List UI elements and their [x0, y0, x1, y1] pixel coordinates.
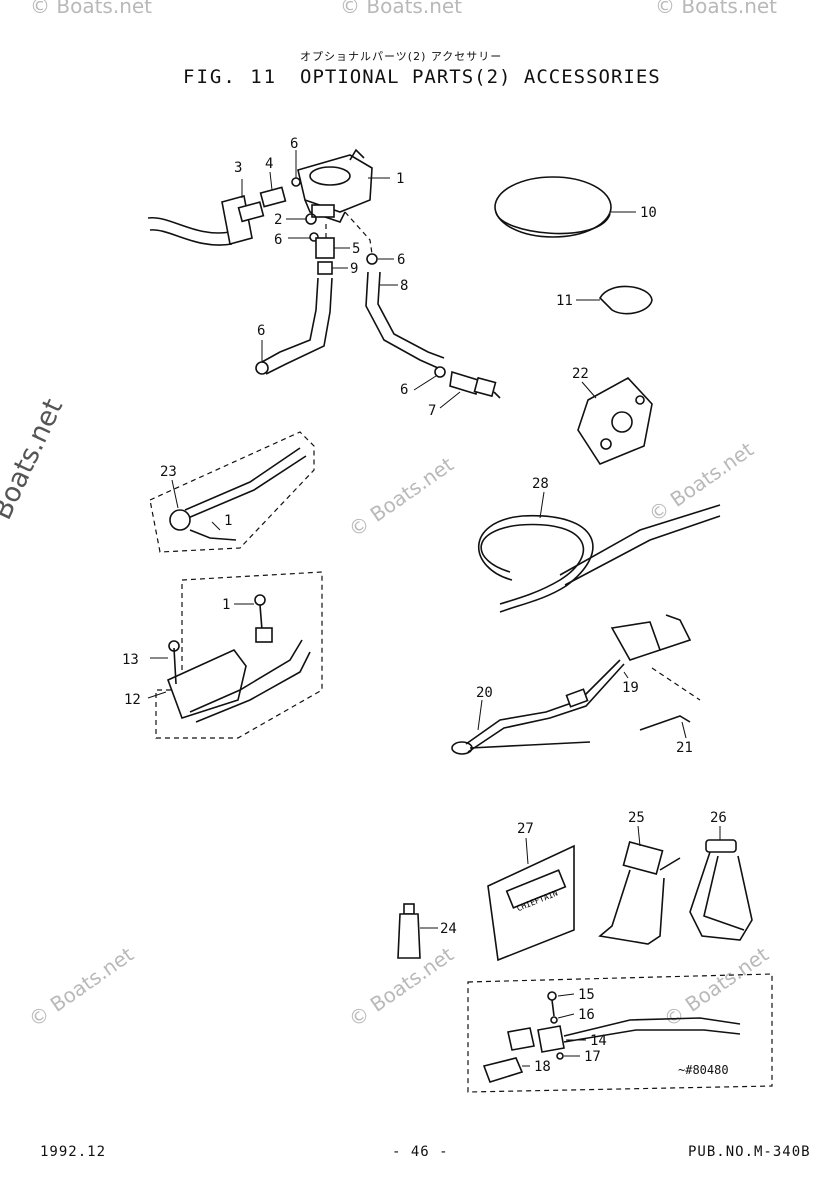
- callout-16: 16: [578, 1007, 595, 1023]
- figure-label: FIG. 11: [183, 66, 278, 88]
- callout-18: 18: [534, 1059, 551, 1075]
- callout-3: 3: [234, 160, 242, 176]
- watermark: © Boats.net: [655, 0, 778, 18]
- callout-25: 25: [628, 810, 645, 826]
- callout-4: 4: [265, 156, 273, 172]
- callout-20: 20: [476, 685, 493, 701]
- flywheel-plate-part: [577, 376, 653, 465]
- callout-12: 12: [124, 692, 141, 708]
- engine-cover-part: [494, 176, 636, 238]
- rectifier-box-assembly: [147, 571, 323, 739]
- callout-11: 11: [556, 293, 573, 309]
- watermark: © Boats.net: [30, 0, 153, 18]
- transom-bracket-part: [689, 826, 753, 941]
- cap-part: [576, 285, 653, 315]
- callout-23: 23: [160, 464, 177, 480]
- fuse-holder-assembly: [467, 973, 773, 1093]
- callout-24: 24: [440, 921, 457, 937]
- callout-9: 9: [350, 261, 358, 277]
- callout-6: 6: [397, 252, 405, 268]
- callout-10: 10: [640, 205, 657, 221]
- callout-1: 1: [224, 513, 232, 529]
- callout-6: 6: [400, 382, 408, 398]
- watermark: © Boats.net: [340, 0, 463, 18]
- callout-1: 1: [222, 597, 230, 613]
- callout-5: 5: [352, 241, 360, 257]
- callout-6: 6: [257, 323, 265, 339]
- page-title: OPTIONAL PARTS(2) ACCESSORIES: [300, 66, 661, 88]
- motor-stand-part: [598, 825, 681, 945]
- callout-6: 6: [274, 232, 282, 248]
- callout-22: 22: [572, 366, 589, 382]
- kill-switch-assembly: [149, 431, 315, 553]
- callout-21: 21: [676, 740, 693, 756]
- carton-box-part: CHIEFTAIN: [487, 837, 575, 962]
- callout-19: 19: [622, 680, 639, 696]
- extension-cable-part: [478, 491, 721, 613]
- callout-13: 13: [122, 652, 139, 668]
- callout-15: 15: [578, 987, 595, 1003]
- callout-8: 8: [400, 278, 408, 294]
- callout-26: 26: [710, 810, 727, 826]
- wiring-harness-assembly: [451, 614, 701, 755]
- fuel-pump-part: [297, 148, 373, 223]
- footer-date: 1992.12: [40, 1144, 107, 1160]
- callout-14: 14: [590, 1033, 607, 1049]
- japanese-subtitle: オプショナルパーツ(2) アクセサリー: [300, 50, 503, 63]
- footer-publication-number: PUB.NO.M-340B: [688, 1144, 811, 1160]
- callout-6: 6: [290, 136, 298, 152]
- callout-1: 1: [396, 171, 404, 187]
- callout-2: 2: [274, 212, 282, 228]
- serial-note: ~#80480: [678, 1063, 729, 1077]
- fuel-line-assembly: [147, 148, 501, 409]
- oil-bottle-part: [397, 903, 438, 959]
- callout-27: 27: [517, 821, 534, 837]
- footer-page-number: - 46 -: [392, 1144, 449, 1160]
- callout-17: 17: [584, 1049, 601, 1065]
- callout-7: 7: [428, 403, 436, 419]
- callout-28: 28: [532, 476, 549, 492]
